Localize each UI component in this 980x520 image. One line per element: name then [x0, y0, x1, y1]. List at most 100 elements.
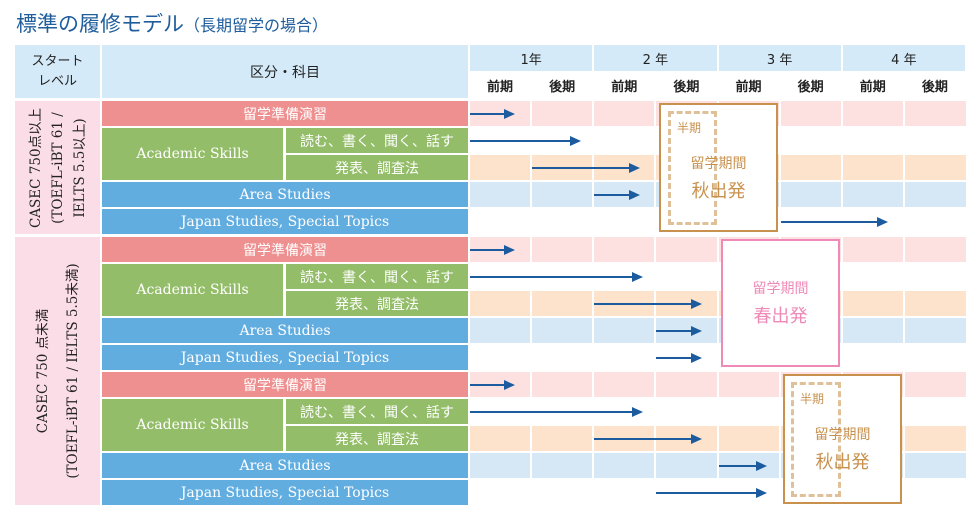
timeline-cell	[594, 372, 655, 397]
timeline-cell	[904, 480, 966, 505]
study-period-label: 留学期間	[690, 155, 747, 172]
study-abroad-text: 留学期間秋出発	[783, 384, 902, 514]
timeline-cell	[470, 209, 531, 234]
timeline-cell	[842, 318, 903, 343]
timeline-cell	[842, 182, 903, 207]
timeline-cell	[470, 453, 531, 478]
subject-prep: 留学準備演習	[102, 101, 468, 126]
timeline-cell	[904, 209, 966, 234]
progress-arrow	[656, 353, 703, 363]
start-level-high-label: CASEC 750点以上 (TOEFL-iBT 61 / IELTS 5.5以上…	[27, 107, 88, 228]
semester-header: 前期	[842, 73, 903, 98]
subject-academic-skills: Academic Skills	[102, 128, 283, 180]
subject-rwls: 読む、書く、聞く、話す	[286, 264, 468, 289]
timeline-cell	[532, 480, 593, 505]
timeline-cell	[904, 237, 966, 262]
timeline-cell	[470, 155, 531, 180]
timeline-cell	[904, 318, 966, 343]
timeline-cell	[656, 372, 717, 397]
header-subject: 区分・科目	[102, 45, 468, 98]
timeline-cell	[842, 101, 903, 126]
half-term-dashed-box	[668, 111, 717, 225]
progress-arrow	[594, 190, 641, 200]
semester-header: 前期	[718, 73, 779, 98]
timeline-cell	[470, 426, 531, 451]
timeline-cell	[842, 264, 903, 289]
study-abroad-box-spring	[721, 239, 840, 367]
timeline-cell	[594, 101, 655, 126]
timeline-cell	[718, 399, 779, 424]
timeline-cell	[656, 453, 717, 478]
progress-arrow	[532, 163, 640, 173]
timeline-cell	[594, 345, 655, 370]
semester-header: 前期	[594, 73, 655, 98]
progress-arrow	[470, 380, 516, 390]
timeline-cell	[780, 155, 841, 180]
timeline-cell	[594, 209, 655, 234]
title-main: 標準の履修モデル	[16, 12, 184, 36]
timeline-cell	[470, 480, 531, 505]
subject-japan-studies: Japan Studies, Special Topics	[102, 345, 468, 370]
timeline-cell	[904, 155, 966, 180]
study-abroad-text: 留学期間秋出発	[659, 113, 778, 242]
subject-rwls: 読む、書く、聞く、話す	[286, 399, 468, 424]
timeline-cell	[532, 345, 593, 370]
progress-arrow	[470, 136, 581, 146]
progress-arrow	[470, 407, 643, 417]
timeline-cell	[532, 318, 593, 343]
timeline-cell	[904, 372, 966, 397]
timeline-cell	[718, 426, 779, 451]
progress-arrow	[470, 109, 516, 119]
timeline-cell	[842, 128, 903, 153]
timeline-cell	[470, 182, 531, 207]
subject-presentation: 発表、調査法	[286, 291, 468, 316]
timeline-cell	[656, 399, 717, 424]
timeline-cell	[532, 372, 593, 397]
year-header: 3 年	[718, 45, 841, 71]
progress-arrow	[656, 326, 703, 336]
timeline-cell	[904, 182, 966, 207]
subject-area-studies: Area Studies	[102, 318, 468, 343]
study-period-label: 留学期間	[752, 281, 809, 297]
timeline-cell	[532, 209, 593, 234]
timeline-cell	[904, 264, 966, 289]
subject-presentation: 発表、調査法	[286, 426, 468, 451]
subject-academic-skills: Academic Skills	[102, 264, 283, 316]
departure-label: 秋出発	[691, 180, 746, 202]
year-header: 4 年	[842, 45, 965, 71]
timeline-cell	[780, 128, 841, 153]
study-abroad-box-autumn	[783, 374, 902, 504]
subject-presentation: 発表、調査法	[286, 155, 468, 180]
progress-arrow	[656, 488, 767, 498]
timeline-cell	[594, 480, 655, 505]
departure-label: 秋出発	[815, 452, 870, 473]
year-header: 1年	[470, 45, 593, 71]
progress-arrow	[594, 434, 702, 444]
progress-arrow	[718, 461, 767, 471]
half-term-label: 半期	[800, 392, 825, 406]
timeline-cell	[780, 182, 841, 207]
semester-header: 後期	[656, 73, 717, 98]
timeline-cell	[656, 264, 717, 289]
timeline-cell	[904, 453, 966, 478]
half-term-label: 半期	[677, 121, 702, 135]
timeline-cell	[532, 291, 593, 316]
timeline-cell	[780, 101, 841, 126]
subject-academic-skills: Academic Skills	[102, 399, 283, 451]
timeline-cell	[904, 399, 966, 424]
year-header: 2 年	[594, 45, 717, 71]
timeline-cell	[842, 291, 903, 316]
subject-prep: 留学準備演習	[102, 372, 468, 397]
timeline-cell	[594, 318, 655, 343]
timeline-cell	[904, 101, 966, 126]
start-level-high: CASEC 750点以上 (TOEFL-iBT 61 / IELTS 5.5以上…	[15, 101, 100, 234]
timeline-cell	[532, 182, 593, 207]
timeline-cell	[594, 453, 655, 478]
progress-arrow	[780, 217, 888, 227]
timeline-cell	[532, 101, 593, 126]
progress-arrow	[594, 299, 702, 309]
timeline-cell	[532, 453, 593, 478]
timeline-cell	[904, 291, 966, 316]
subject-prep: 留学準備演習	[102, 237, 468, 262]
